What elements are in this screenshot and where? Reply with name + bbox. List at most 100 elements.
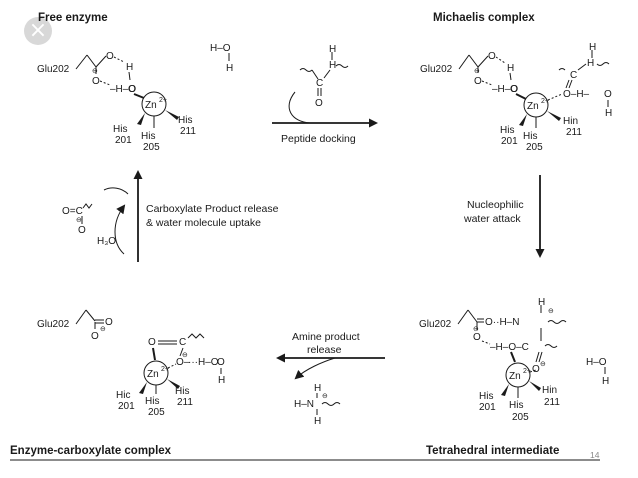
free-enzyme-structure: Glu202 O O ⊖ H –H–O O Zn 2+ His 201 His …	[37, 43, 233, 153]
svg-text:H: H	[226, 63, 233, 74]
svg-text:–H–O: –H–O	[492, 84, 518, 95]
svg-text:H: H	[507, 63, 514, 74]
svg-text:211: 211	[180, 126, 196, 137]
svg-text:O: O	[315, 98, 323, 109]
title-free-enzyme: Free enzyme	[38, 12, 108, 24]
svg-text:⊖: ⊖	[474, 68, 480, 75]
svg-text:Zn: Zn	[509, 371, 521, 382]
zinc-ion: Zn	[145, 100, 157, 111]
svg-text:His: His	[479, 391, 493, 402]
svg-text:H: H	[314, 383, 321, 394]
svg-text:H: H	[329, 44, 336, 55]
svg-text:O: O	[474, 76, 482, 87]
svg-text:H–O: H–O	[586, 357, 607, 368]
svg-text:⊖: ⊖	[100, 326, 106, 333]
svg-text:O–H–: O–H–	[563, 89, 590, 100]
label-amine-product: Amine product	[292, 331, 360, 343]
svg-text:2+: 2+	[161, 366, 169, 373]
svg-text:H: H	[589, 42, 596, 53]
title-tetrahedral-intermediate: Tetrahedral intermediate	[426, 445, 559, 457]
svg-text:O: O	[604, 89, 612, 100]
svg-text:O: O	[78, 225, 86, 236]
amine-product: H H–N ⊖ H	[294, 383, 341, 427]
svg-text:O: O	[106, 51, 114, 62]
svg-text:H: H	[538, 297, 545, 308]
svg-text:C: C	[570, 70, 577, 81]
svg-text:Glu202: Glu202	[37, 319, 70, 330]
svg-text:His: His	[141, 131, 155, 142]
title-michaelis-complex: Michaelis complex	[433, 12, 535, 24]
svg-text:H: H	[602, 376, 609, 387]
label-water-attack: water attack	[463, 213, 521, 225]
svg-text:C: C	[316, 78, 323, 89]
svg-text:205: 205	[512, 412, 529, 423]
svg-text:2+: 2+	[523, 368, 531, 375]
svg-text:201: 201	[479, 402, 496, 413]
label-peptide-docking: Peptide docking	[281, 133, 356, 145]
svg-text:O: O	[473, 332, 481, 343]
svg-text:H: H	[218, 375, 225, 386]
svg-text:O: O	[92, 76, 100, 87]
svg-text:201: 201	[501, 136, 518, 147]
enzyme-carboxylate-structure: Glu202 O O ⊖ O C ⊖ O– ···H–O O H Zn 2+ H…	[37, 309, 225, 418]
svg-text:His: His	[145, 396, 159, 407]
svg-text:O: O	[510, 84, 518, 95]
page-number: 14	[590, 450, 600, 460]
label-nucleophilic: Nucleophilic	[467, 199, 524, 211]
svg-text:⊖: ⊖	[322, 393, 328, 400]
tetrahedral-intermediate-structure: Glu202 O··H–N ⊖ H O ⊖ –H–O–C O ⊖ Zn 2+ H…	[419, 297, 609, 423]
label-carboxylate-release: Carboxylate Product release	[146, 203, 279, 215]
glu202-label: Glu202	[37, 64, 70, 75]
svg-text:O: O	[105, 317, 113, 328]
svg-text:O: O	[217, 357, 225, 368]
svg-text:O: O	[91, 331, 99, 342]
svg-text:O··H–N: O··H–N	[485, 317, 519, 328]
svg-text:⊖: ⊖	[473, 326, 479, 333]
svg-text:His: His	[523, 131, 537, 142]
title-enzyme-carboxylate-complex: Enzyme-carboxylate complex	[10, 445, 172, 457]
svg-text:2+: 2+	[159, 97, 167, 104]
svg-text:⊖: ⊖	[92, 68, 98, 75]
svg-text:Hic: Hic	[116, 390, 130, 401]
curved-arrow-product-out	[103, 187, 129, 195]
svg-text:H: H	[605, 108, 612, 119]
svg-text:⊖: ⊖	[548, 308, 554, 315]
curved-arrow-substrate-in	[288, 91, 311, 124]
svg-text:205: 205	[148, 407, 165, 418]
svg-text:O: O	[148, 337, 156, 348]
svg-text:O: O	[488, 51, 496, 62]
svg-text:O=C: O=C	[62, 206, 83, 217]
label-release: release	[307, 344, 342, 356]
svg-text:–H–O–C: –H–O–C	[490, 342, 529, 353]
close-button[interactable]: ×	[24, 17, 52, 45]
curved-arrow-water-uptake	[114, 204, 126, 255]
svg-text:⊖: ⊖	[540, 361, 546, 368]
svg-text:H: H	[126, 62, 133, 73]
svg-text:His: His	[113, 124, 127, 135]
svg-text:His: His	[175, 386, 189, 397]
svg-text:205: 205	[143, 142, 160, 153]
hydronium: H₃O	[97, 236, 116, 247]
svg-text:2+: 2+	[541, 98, 549, 105]
substrate-peptide: C H H O	[299, 44, 349, 109]
svg-text:H: H	[314, 416, 321, 427]
svg-text:H: H	[329, 60, 336, 71]
svg-text:His: His	[509, 400, 523, 411]
svg-text:Zn: Zn	[147, 369, 159, 380]
svg-text:His: His	[500, 125, 514, 136]
svg-text:Glu202: Glu202	[420, 64, 453, 75]
svg-text:Hin: Hin	[542, 385, 557, 396]
close-icon: ×	[28, 18, 48, 43]
svg-text:Hin: Hin	[563, 116, 578, 127]
michaelis-complex-structure: Glu202 O O ⊖ H –H–O O Zn 2+ O–H– O H C H…	[420, 42, 612, 153]
svg-text:⊖: ⊖	[76, 217, 82, 224]
carboxylate-product: O=C ⊖ O H₃O	[62, 203, 116, 247]
svg-text:–H–O: –H–O	[110, 84, 136, 95]
svg-text:205: 205	[526, 142, 543, 153]
svg-text:211: 211	[566, 127, 582, 138]
svg-text:O: O	[532, 364, 540, 375]
svg-text:Zn: Zn	[527, 101, 539, 112]
svg-text:211: 211	[177, 397, 193, 408]
label-water-uptake: & water molecule uptake	[146, 217, 261, 229]
